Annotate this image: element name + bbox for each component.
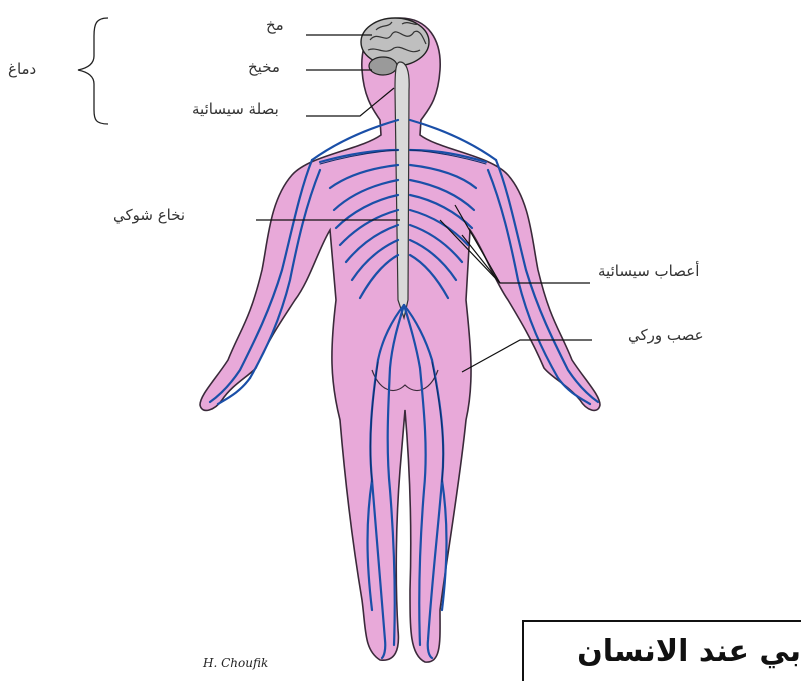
- brain-bracket: [78, 18, 108, 124]
- artist-signature: H. Choufik: [203, 656, 268, 670]
- cerebellum-shape: [369, 57, 397, 75]
- label-spinal-nerves: أعصاب سيسائية: [598, 262, 699, 280]
- label-spinal-cord: نخاع شوكي: [113, 206, 185, 224]
- label-cerebellum: مخيخ: [248, 58, 280, 76]
- label-medulla: بصلة سيسائية: [192, 100, 279, 118]
- cerebrum-shape: [361, 18, 429, 66]
- label-brain: دماغ: [8, 60, 36, 78]
- title-box: بي عند الانسان: [522, 620, 801, 681]
- label-cerebrum: مخ: [266, 16, 284, 34]
- page-title: بي عند الانسان: [577, 634, 801, 669]
- spinal-cord-shape: [395, 62, 409, 318]
- label-sciatic-nerve: عصب وركي: [628, 326, 704, 344]
